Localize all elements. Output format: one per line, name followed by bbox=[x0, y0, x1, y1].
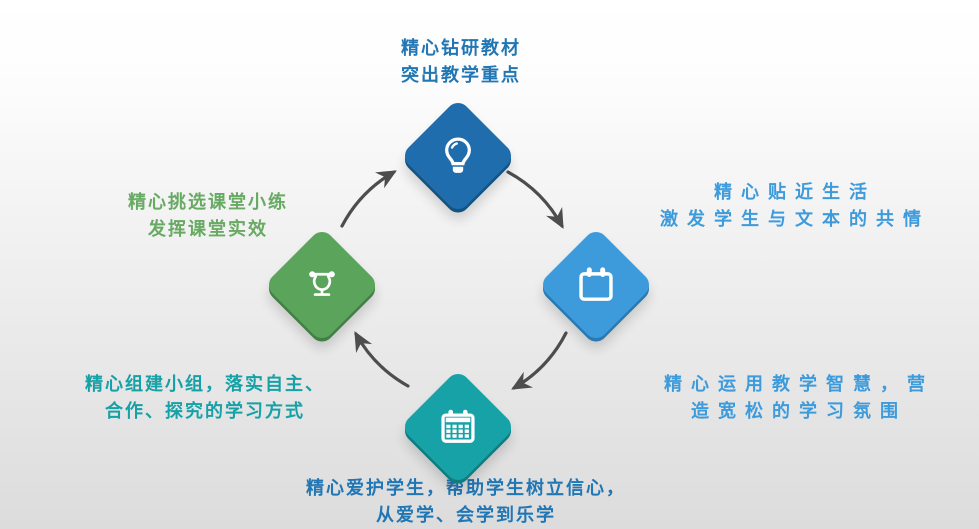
calendar-grid-icon bbox=[441, 409, 475, 443]
lightbulb-icon bbox=[445, 137, 471, 173]
arrow-left-to-top bbox=[340, 170, 397, 228]
caption-line: 精心贴近生活 bbox=[714, 182, 876, 202]
caption-upper-right: 精心贴近生活 激发学生与文本的共情 bbox=[660, 179, 930, 233]
caption-line: 精心运用教学智慧，营 bbox=[664, 374, 934, 394]
caption-line: 从爱学、会学到乐学 bbox=[376, 505, 556, 525]
caption-upper-left: 精心挑选课堂小练 发挥课堂实效 bbox=[128, 189, 288, 243]
caption-lower-left: 精心组建小组，落实自主、 合作、探究的学习方式 bbox=[85, 371, 325, 425]
node-right-diamond bbox=[538, 227, 654, 343]
arrow-bottom-to-left bbox=[354, 331, 410, 388]
node-top-diamond bbox=[400, 98, 516, 214]
caption-line: 激发学生与文本的共情 bbox=[660, 209, 930, 229]
caption-line: 突出教学重点 bbox=[401, 65, 521, 85]
trophy-icon bbox=[309, 271, 335, 296]
caption-line: 精心爱护学生，帮助学生树立信心， bbox=[306, 478, 626, 498]
caption-line: 精心组建小组，落实自主、 bbox=[85, 374, 325, 394]
calendar-date-dots bbox=[446, 424, 469, 438]
arrow-right-to-bottom bbox=[511, 331, 568, 390]
calendar-outline-icon bbox=[579, 267, 613, 301]
caption-line: 发挥课堂实效 bbox=[148, 219, 268, 239]
caption-line: 精心挑选课堂小练 bbox=[128, 192, 288, 212]
caption-line: 合作、探究的学习方式 bbox=[105, 401, 305, 421]
node-bottom-diamond bbox=[400, 369, 516, 485]
caption-bottom: 精心爱护学生，帮助学生树立信心， 从爱学、会学到乐学 bbox=[306, 475, 626, 529]
arrow-top-to-right bbox=[506, 170, 564, 229]
caption-lower-right: 精心运用教学智慧，营 造宽松的学习氛围 bbox=[664, 371, 934, 425]
caption-line: 精心钻研教材 bbox=[401, 38, 521, 58]
caption-top: 精心钻研教材 突出教学重点 bbox=[401, 35, 521, 89]
node-left-diamond bbox=[264, 227, 380, 343]
caption-line: 造宽松的学习氛围 bbox=[691, 401, 907, 421]
